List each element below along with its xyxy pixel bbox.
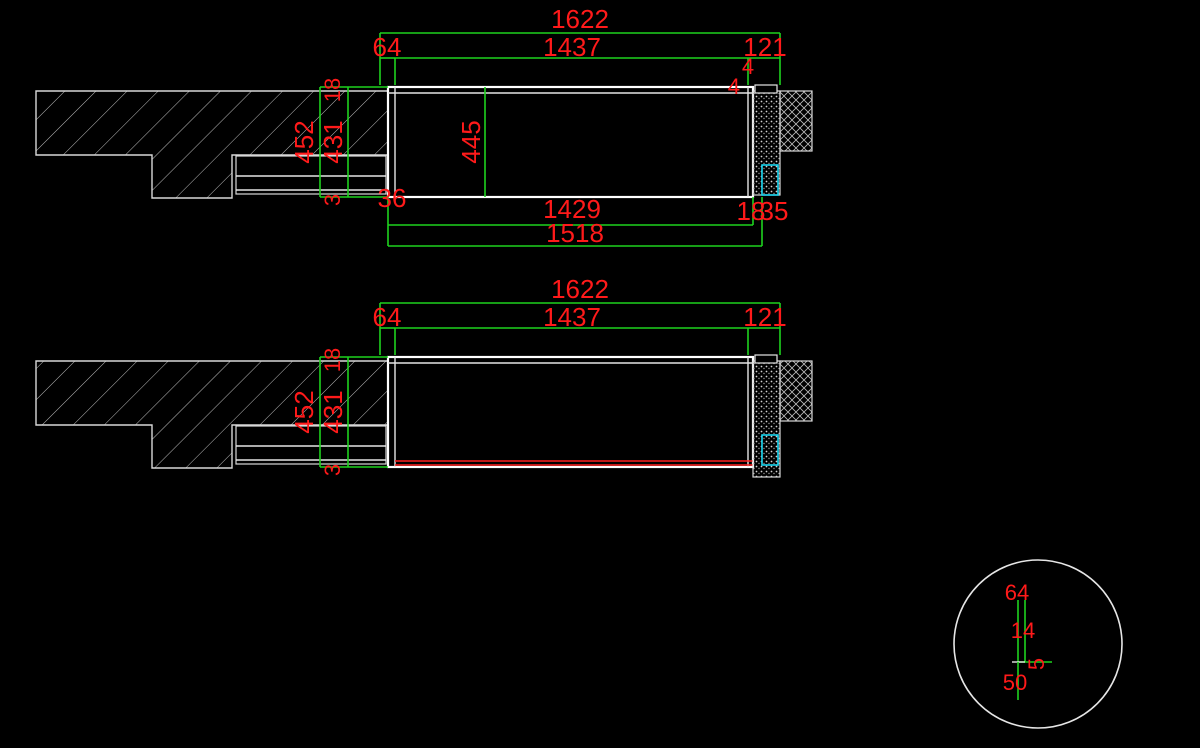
dim-bottom-thickness-top: 3 <box>320 194 345 206</box>
cyan-profile-bottom <box>761 434 779 466</box>
dim-bottom-thickness-bottom: 3 <box>320 464 345 476</box>
dim-right-offset-top: 121 <box>743 32 786 62</box>
dimension-lines-top <box>319 32 781 247</box>
dim-bottom-right-a-top: 18 <box>737 196 766 226</box>
dim-top-thickness-top: 18 <box>320 78 345 102</box>
plan-bottom: 1622 64 1437 121 18 452 431 3 <box>35 274 813 478</box>
dim-bottom-inner-top: 1429 <box>543 194 601 224</box>
plan-top: 1622 64 1437 121 4 4 18 452 431 3 445 36… <box>35 4 813 248</box>
detail-circle <box>953 559 1123 729</box>
dim-bottom-right-b-top: 35 <box>760 196 789 226</box>
detail-dim-d: 50 <box>1003 670 1027 695</box>
dim-inner-depth-top: 431 <box>318 120 348 163</box>
dim-total-depth-bottom: 452 <box>289 390 319 433</box>
dim-small-top-right: 4 <box>728 74 740 99</box>
dim-left-offset-bottom: 64 <box>373 302 402 332</box>
dimension-lines-bottom <box>319 302 781 468</box>
dim-bottom-total-top: 1518 <box>546 218 604 248</box>
dim-top-thickness-bottom: 18 <box>320 348 345 372</box>
dim-left-offset-top: 64 <box>373 32 402 62</box>
dim-small-top: 4 <box>742 54 754 79</box>
detail-dim-c: 5 <box>1024 658 1049 670</box>
hatched-wall-top <box>35 90 389 199</box>
dim-inner-width-top: 1437 <box>543 32 601 62</box>
cyan-profile-top <box>761 164 779 196</box>
dim-total-depth-top: 452 <box>289 120 319 163</box>
detail-callout: 64 14 5 50 <box>953 559 1123 729</box>
dim-right-offset-bottom: 121 <box>743 302 786 332</box>
panel-outline-top <box>386 85 755 199</box>
dim-left-bottom-top: 36 <box>378 183 407 213</box>
dim-overall-width-bottom: 1622 <box>551 274 609 304</box>
dim-inner-width-bottom: 1437 <box>543 302 601 332</box>
detail-dim-b: 14 <box>1011 618 1035 643</box>
dim-overall-width-top: 1622 <box>551 4 609 34</box>
dim-mid-depth-top: 445 <box>456 120 486 163</box>
detail-dim-a: 64 <box>1005 580 1029 605</box>
dim-inner-depth-bottom: 431 <box>318 390 348 433</box>
panel-outline-bottom <box>386 355 755 469</box>
